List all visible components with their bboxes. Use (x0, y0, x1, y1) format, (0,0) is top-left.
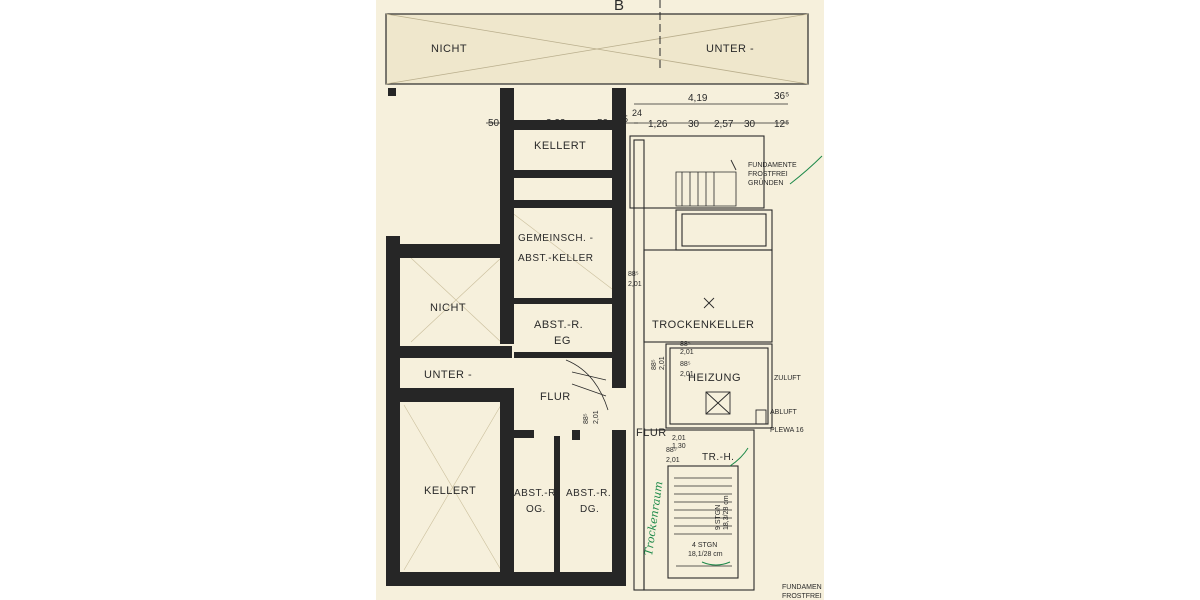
right-wing-walls (629, 135, 773, 591)
door1-height: 2,01 (628, 281, 642, 288)
dim-2-57: 2,57 (714, 119, 734, 130)
dim-24: 24 (632, 108, 642, 118)
green-stroke-bottom (701, 561, 731, 566)
note-plewa: PLEWA 16 (770, 427, 804, 434)
door6-height: 2,01 (680, 349, 694, 356)
hatched-areas (403, 211, 617, 571)
door7-height: 2,01 (672, 435, 686, 442)
room-flur-left: FLUR (540, 391, 571, 403)
note-fundamente-3: GRÜNDEN (748, 179, 783, 187)
top-label-nicht: NICHT (431, 43, 467, 55)
symbols (703, 159, 767, 425)
note-stair-upper-1: 9 STGN (715, 505, 722, 530)
door6-width: 88⁵ (680, 341, 691, 348)
room-labels: KELLERT GEMEINSCH. - ABST.-KELLER NICHT … (424, 140, 754, 515)
room-abst-og-1: ABST.-R. (514, 488, 559, 499)
stairs (565, 171, 737, 567)
door5-width: 88⁵ (651, 359, 658, 370)
handwritten-trockenraum: Trockenraum (642, 480, 665, 556)
door4-height: 2,01 (666, 457, 680, 464)
room-abst-eg-2: EG (554, 335, 571, 347)
door3-width: 88⁵ (583, 413, 590, 424)
room-kellert-bottom: KELLERT (424, 485, 476, 497)
note-fundamente-bottom-2: FROSTFREI (782, 593, 822, 600)
dim-30a: 30 (688, 119, 700, 130)
room-flur-right: FLUR (636, 427, 667, 439)
note-zuluft: ZULUFT (774, 375, 802, 382)
room-gemeinsch-2: ABST.-KELLER (518, 253, 593, 264)
note-abluft: ABLUFT (770, 409, 798, 416)
door4-width: 88⁵ (666, 447, 677, 454)
room-trh: TR.-H. (702, 452, 734, 463)
top-label-unter: UNTER - (706, 43, 754, 55)
door3-height: 2,01 (593, 410, 600, 424)
room-trockenkeller: TROCKENKELLER (652, 319, 754, 331)
room-unter: UNTER - (424, 369, 472, 381)
floor-plan-drawing: B NICHT UNTER - 50 3,23 50 15 24 1,26 30… (385, 0, 823, 600)
note-fundamente-bottom-1: FUNDAMEN (782, 584, 822, 591)
door7-width: 1,30 (672, 443, 686, 450)
section-mark: B (614, 0, 625, 14)
green-stroke-stair (729, 447, 749, 467)
dim-30b: 30 (744, 119, 756, 130)
room-abst-dg-1: ABST.-R. (566, 488, 611, 499)
door-dimensions: 88⁵ 2,01 88⁵ 2,01 88⁵ 2,01 88⁵ 2,01 88⁵ … (583, 271, 694, 464)
dim-12-5: 12⁵ (774, 119, 789, 130)
note-stair-lower-2: 18,1/28 cm (688, 551, 723, 558)
top-band: B NICHT UNTER - (385, 0, 809, 96)
walls (386, 88, 626, 586)
note-stair-upper-2: 18,3/28 cm (723, 495, 730, 530)
room-kellert-top: KELLERT (534, 140, 586, 152)
note-fundamente-1: FUNDAMENTE (748, 162, 797, 169)
dim-4-19: 4,19 (688, 93, 708, 104)
room-heizung: HEIZUNG (688, 372, 741, 384)
dim-1-26: 1,26 (648, 119, 668, 130)
door5-height: 2,01 (659, 356, 666, 370)
floor-plan-sheet: B NICHT UNTER - 50 3,23 50 15 24 1,26 30… (376, 0, 824, 600)
room-gemeinsch-1: GEMEINSCH. - (518, 233, 593, 244)
door2-height: 2,01 (680, 371, 694, 378)
note-stair-lower-1: 4 STGN (692, 542, 717, 549)
green-stroke-top (789, 155, 823, 185)
room-abst-eg-1: ABST.-R. (534, 319, 583, 331)
dim-50-left: 50 (488, 118, 500, 129)
note-fundamente-2: FROSTFREI (748, 171, 788, 178)
annotations: FUNDAMENTE FROSTFREI GRÜNDEN ZULUFT ABLU… (642, 155, 823, 600)
room-nicht: NICHT (430, 302, 466, 314)
room-abst-dg-2: DG. (580, 504, 599, 515)
room-abst-og-2: OG. (526, 504, 546, 515)
dim-36-5: 36⁵ (774, 91, 789, 102)
door2-width: 88⁵ (680, 361, 691, 368)
door1-width: 88⁵ (628, 271, 639, 278)
